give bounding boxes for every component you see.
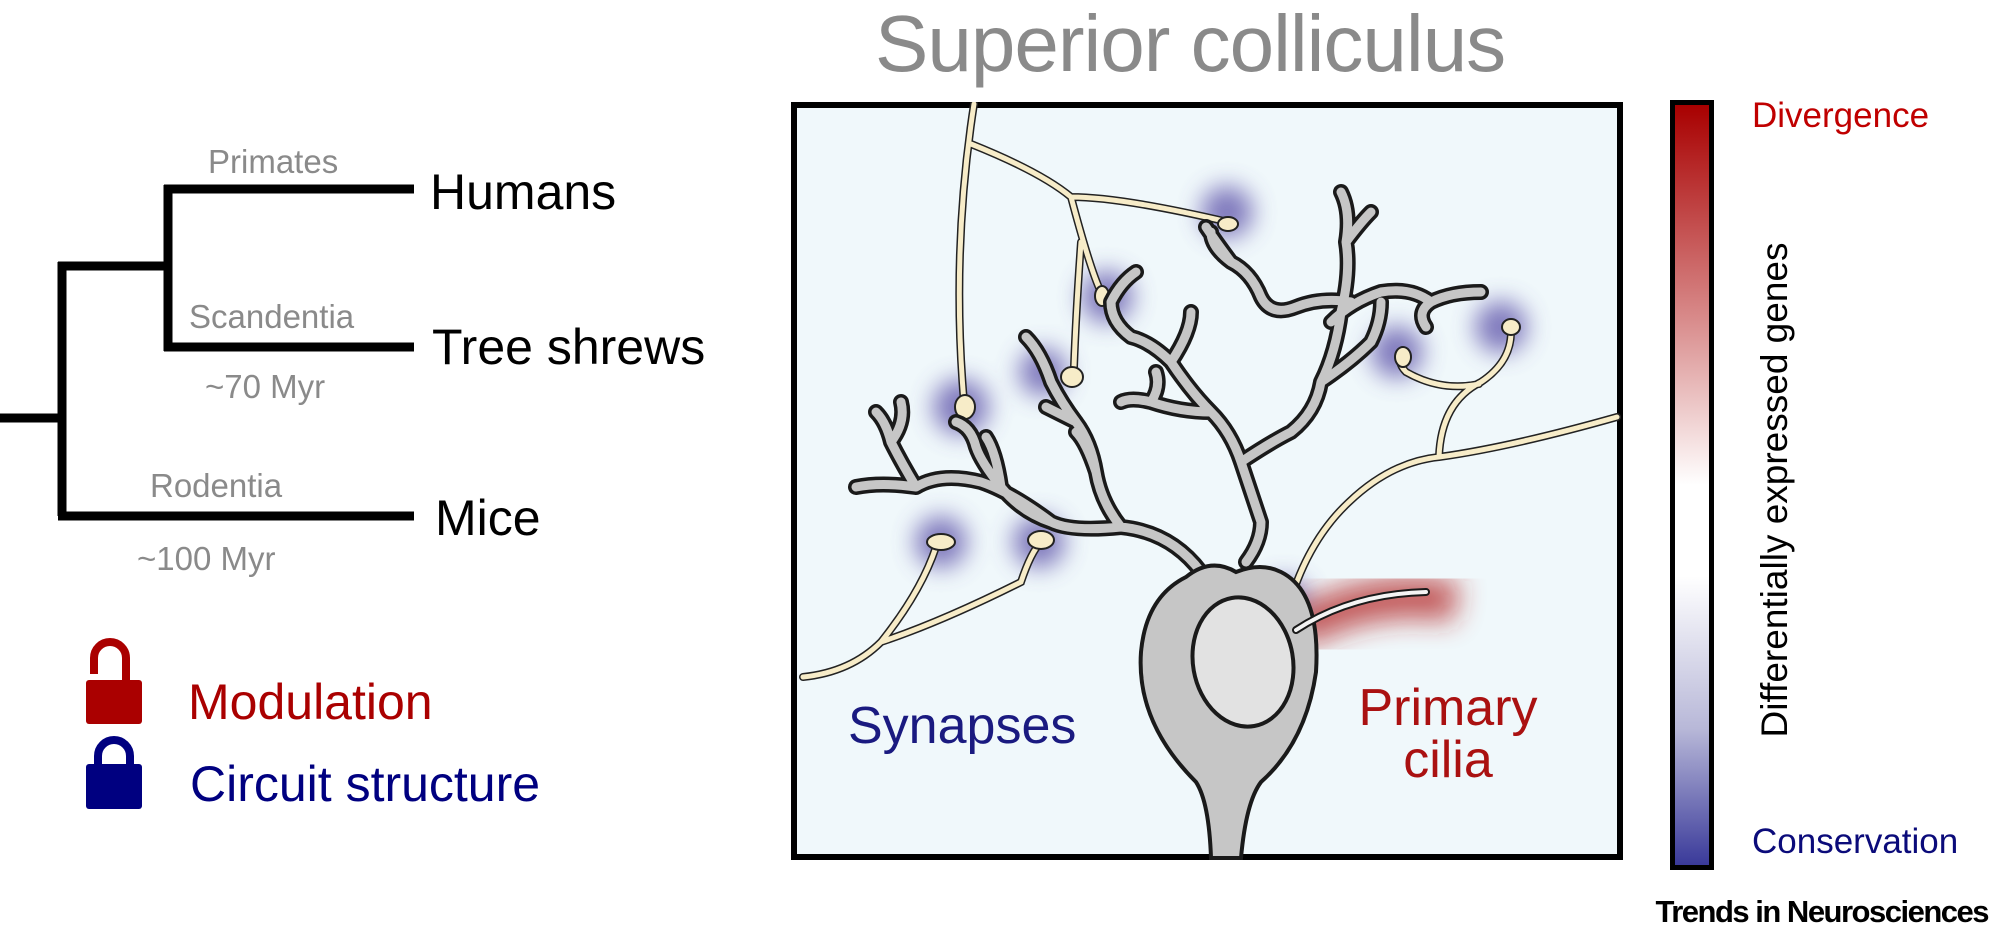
color-scale-axis-label: Differentially expressed genes xyxy=(1754,242,1795,738)
color-scale-top-label: Divergence xyxy=(1752,96,1930,135)
synaptic-bouton xyxy=(1394,346,1412,368)
label-primary-cilia-line1: Primary xyxy=(1358,679,1538,737)
taxon-label-mice: Mice xyxy=(435,490,541,546)
legend-label-modulation: Modulation xyxy=(188,674,433,730)
synaptic-bouton xyxy=(926,533,956,551)
divergence-time-100: ~100 Myr xyxy=(137,540,276,577)
locked-padlock-icon xyxy=(86,736,142,809)
synaptic-bouton xyxy=(1217,216,1239,232)
synaptic-bouton xyxy=(1501,318,1521,336)
neuron-illustration-panel xyxy=(791,102,1623,860)
figure-title: Superior colliculus xyxy=(875,0,1506,88)
clade-label-scandentia: Scandentia xyxy=(189,298,355,335)
clade-label-primates: Primates xyxy=(208,143,339,180)
clade-label-rodentia: Rodentia xyxy=(150,467,283,504)
synaptic-bouton xyxy=(1060,366,1084,388)
taxon-label-humans: Humans xyxy=(430,164,617,220)
legend-label-circuit-structure: Circuit structure xyxy=(190,756,541,812)
neuron-nucleus xyxy=(1190,595,1296,729)
divergence-time-70: ~70 Myr xyxy=(205,368,326,405)
label-synapses: Synapses xyxy=(848,697,1077,755)
color-scale-bottom-label: Conservation xyxy=(1752,822,1959,861)
taxon-label-tree-shrews: Tree shrews xyxy=(432,319,706,375)
label-primary-cilia-line2: cilia xyxy=(1403,731,1493,789)
journal-credit: Trends in Neurosciences xyxy=(1655,894,1990,929)
label-primary-cilia: Primary cilia xyxy=(1348,682,1548,786)
unlocked-padlock-icon xyxy=(86,638,142,724)
phylogenetic-tree xyxy=(0,184,414,521)
color-scale-bar xyxy=(1670,100,1714,870)
synaptic-bouton xyxy=(1027,530,1055,550)
